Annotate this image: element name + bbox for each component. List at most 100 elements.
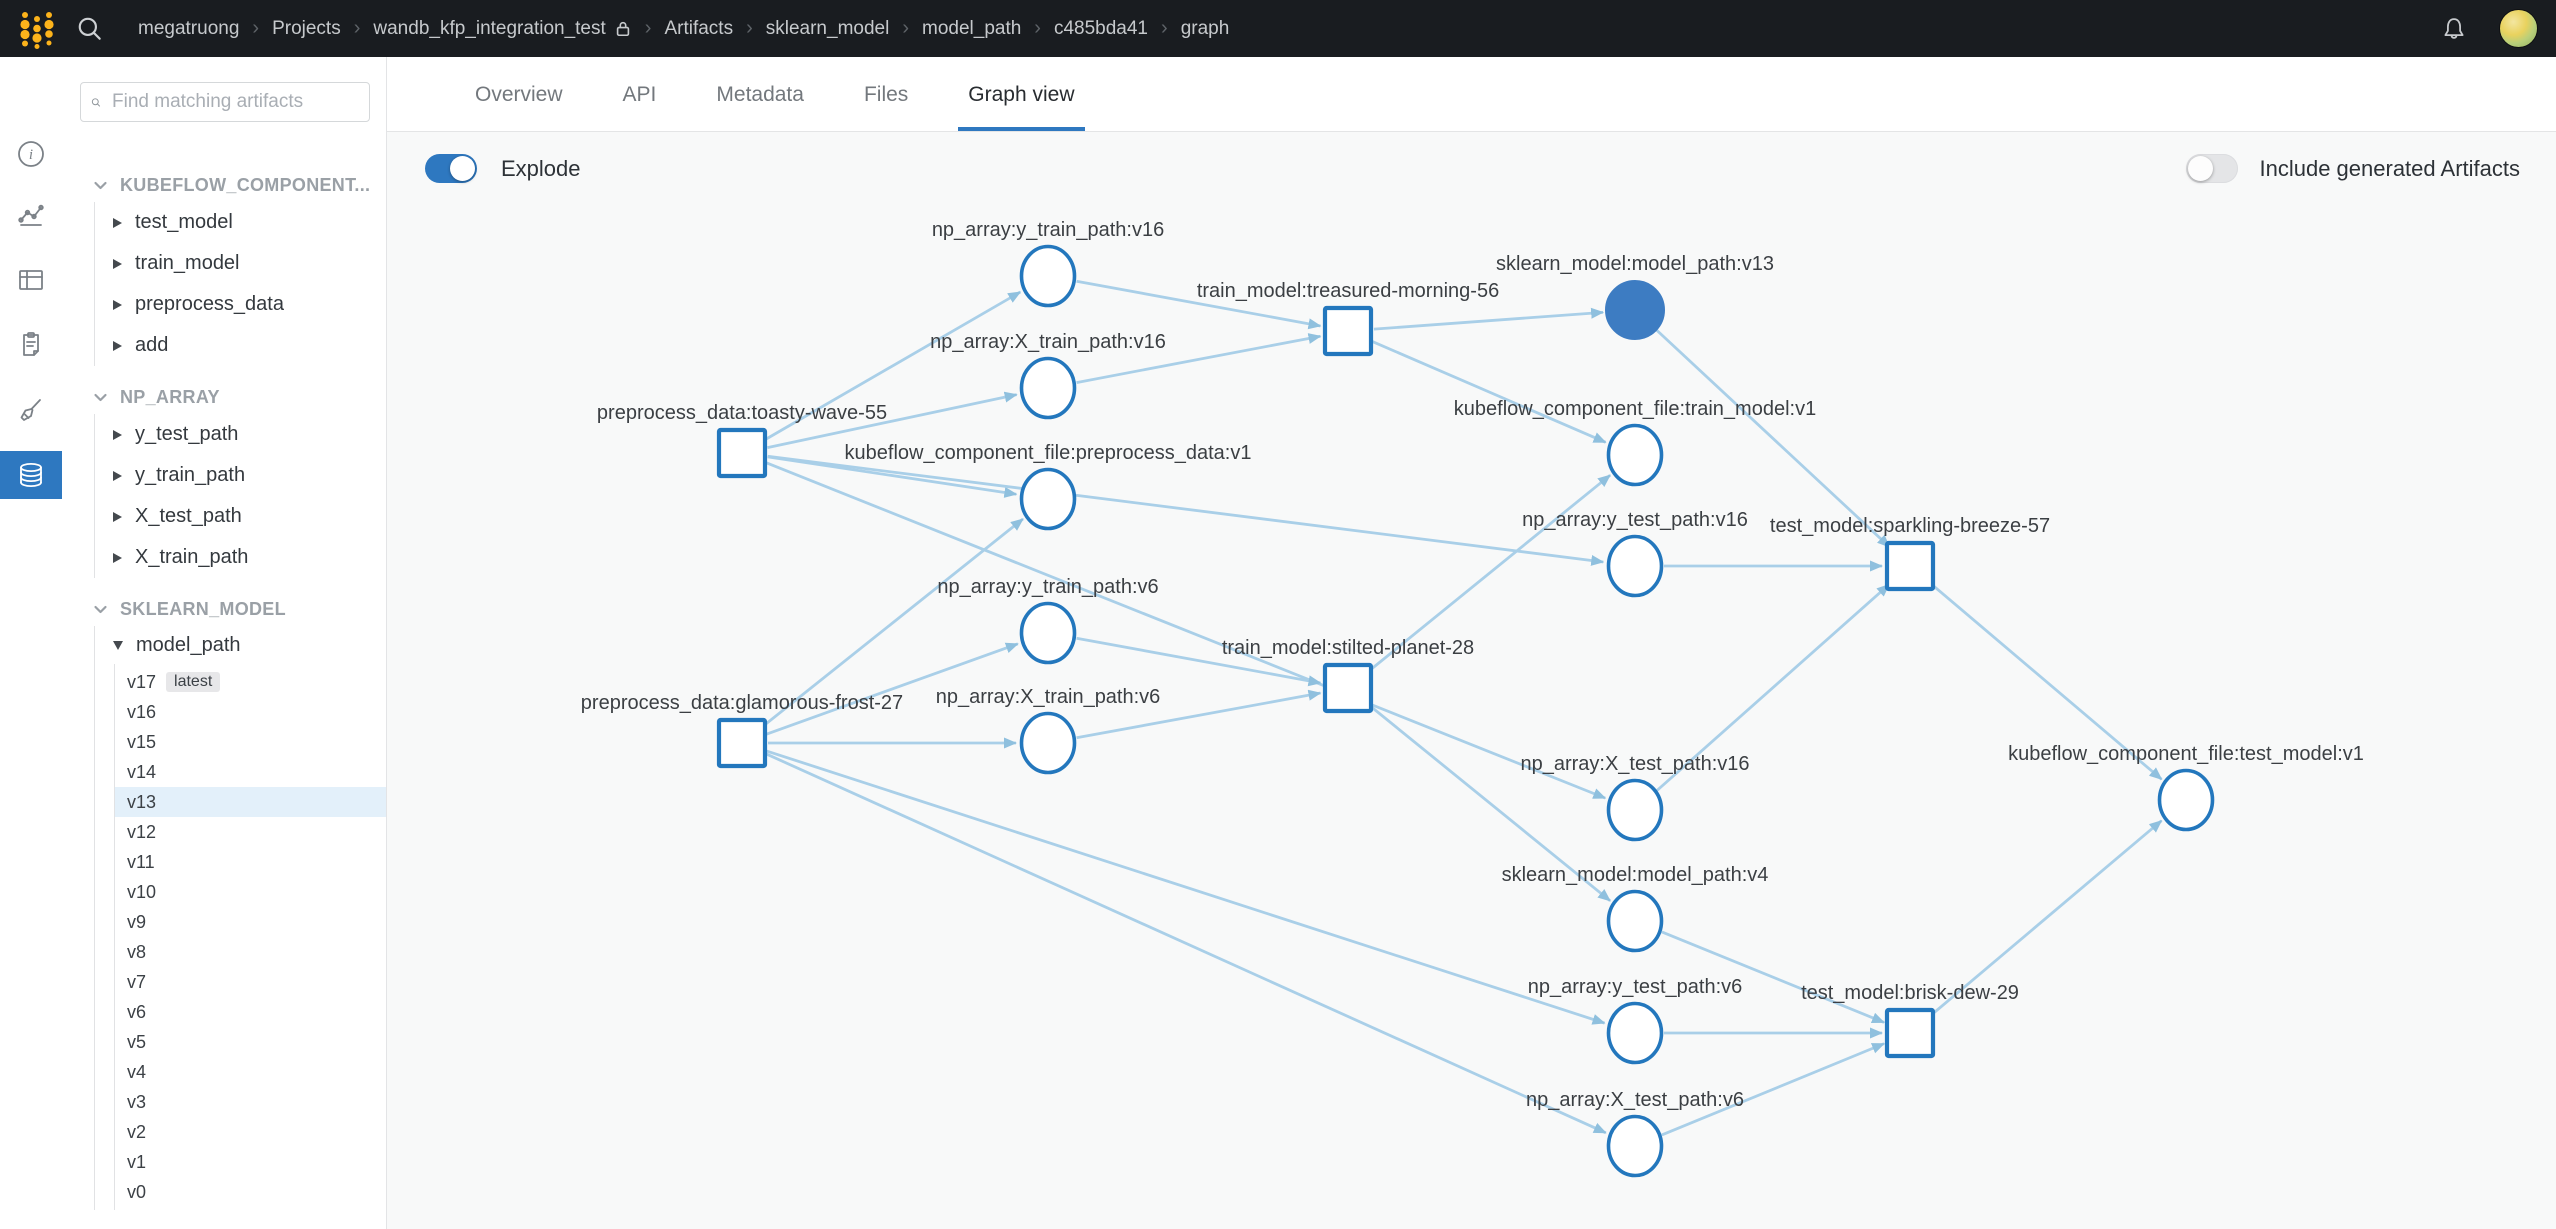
rail-item-charts[interactable] [0, 191, 62, 239]
graph-node-stilted-run[interactable] [1322, 662, 1374, 714]
graph-node-model_v13-artifact[interactable] [1605, 280, 1665, 340]
rail-item-tables[interactable] [0, 256, 62, 304]
graph-node-label: np_array:X_train_path:v16 [930, 331, 1166, 353]
breadcrumb-item[interactable]: megatruong [138, 17, 240, 39]
graph-node-brisk-run[interactable] [1884, 1007, 1936, 1059]
version-item-v9[interactable]: v9 [115, 907, 386, 937]
rail-item-info[interactable]: i [0, 130, 62, 178]
sidebar-item-label: preprocess_data [135, 293, 284, 315]
tab-api[interactable]: API [622, 83, 657, 106]
version-item-v11[interactable]: v11 [115, 847, 386, 877]
version-label: v13 [127, 791, 157, 812]
graph-node-sparkling-run[interactable] [1884, 540, 1936, 592]
version-item-v14[interactable]: v14 [115, 757, 386, 787]
breadcrumb-item[interactable]: Artifacts [664, 17, 734, 39]
wandb-logo-icon[interactable] [14, 6, 60, 52]
graph-node-label: kubeflow_component_file:train_model:v1 [1454, 398, 1816, 420]
version-label: v7 [127, 971, 147, 992]
sidebar-item-y_train_path[interactable]: y_train_path [95, 455, 386, 496]
sidebar-item-X_train_path[interactable]: X_train_path [95, 537, 386, 578]
include-generated-toggle[interactable] [2185, 154, 2238, 183]
graph-node-y_train_v6-artifact[interactable] [1019, 601, 1077, 665]
tab-graph-view[interactable]: Graph view [958, 83, 1085, 131]
graph-node-y_train_v16-artifact[interactable] [1019, 244, 1077, 308]
graph-node-y_test_v16-artifact[interactable] [1606, 534, 1664, 598]
rail-item-sweeps[interactable] [0, 386, 62, 434]
sidebar-section-header[interactable]: SKLEARN_MODEL [62, 592, 386, 626]
graph-node-x_test_v6-artifact[interactable] [1606, 1114, 1664, 1178]
version-item-v7[interactable]: v7 [115, 967, 386, 997]
graph-node-label: train_model:treasured-morning-56 [1197, 280, 1499, 302]
version-item-v12[interactable]: v12 [115, 817, 386, 847]
version-item-v2[interactable]: v2 [115, 1117, 386, 1147]
graph-edge-toasty-to-y_train_v16 [763, 290, 1022, 442]
graph-node-x_train_v6-artifact[interactable] [1019, 711, 1077, 775]
explode-label: Explode [501, 155, 581, 181]
sweeps-icon [20, 399, 41, 421]
version-item-v10[interactable]: v10 [115, 877, 386, 907]
breadcrumb-item[interactable]: c485bda41 [1053, 17, 1149, 39]
include-generated-label: Include generated Artifacts [2259, 155, 2521, 181]
explode-toggle[interactable] [425, 154, 477, 183]
graph-node-test_file-artifact[interactable] [2157, 768, 2215, 832]
sidebar-item-model_path[interactable]: model_path [95, 626, 386, 664]
tab-overview[interactable]: Overview [475, 83, 563, 106]
graph-node-x_train_v16-artifact[interactable] [1019, 356, 1077, 420]
tab-metadata[interactable]: Metadata [716, 83, 804, 106]
sidebar-item-label: add [135, 334, 169, 356]
graph-node-label: test_model:brisk-dew-29 [1801, 982, 2019, 1004]
breadcrumb-item[interactable]: wandb_kfp_integration_test [373, 18, 631, 40]
breadcrumb-separator: › [1034, 17, 1041, 39]
version-item-v6[interactable]: v6 [115, 997, 386, 1027]
graph-node-y_test_v6-artifact[interactable] [1606, 1001, 1664, 1065]
rail-item-logs[interactable] [0, 321, 62, 369]
graph-node-model_v4-artifact[interactable] [1606, 889, 1664, 953]
breadcrumb-item[interactable]: model_path [922, 17, 1022, 39]
graph-edge-glamorous-to-y_train_v6 [765, 642, 1019, 736]
version-item-v8[interactable]: v8 [115, 937, 386, 967]
sidebar-section-header[interactable]: NP_ARRAY [62, 380, 386, 414]
version-item-v5[interactable]: v5 [115, 1027, 386, 1057]
graph-node-x_test_v16-artifact[interactable] [1606, 778, 1664, 842]
artifact-search-input[interactable] [110, 90, 359, 114]
breadcrumb-item[interactable]: sklearn_model [765, 17, 890, 39]
breadcrumb-item[interactable]: Projects [272, 17, 341, 39]
sidebar-item-y_test_path[interactable]: y_test_path [95, 414, 386, 455]
version-item-v3[interactable]: v3 [115, 1087, 386, 1117]
breadcrumb-item[interactable]: graph [1180, 17, 1230, 39]
version-item-v13[interactable]: v13 [115, 787, 386, 817]
version-item-v1[interactable]: v1 [115, 1147, 386, 1177]
notifications-bell-icon[interactable] [2439, 13, 2469, 45]
tab-files[interactable]: Files [863, 83, 909, 106]
graph-node-preproc_file-artifact[interactable] [1019, 467, 1077, 531]
sidebar-item-add[interactable]: add [95, 325, 386, 366]
graph-node-toasty-run[interactable] [716, 427, 768, 479]
graph-node-treasured-run[interactable] [1322, 305, 1374, 357]
version-item-v15[interactable]: v15 [115, 727, 386, 757]
version-label: v6 [127, 1001, 147, 1022]
sidebar-item-preprocess_data[interactable]: preprocess_data [95, 284, 386, 325]
sidebar-item-test_model[interactable]: test_model [95, 202, 386, 243]
version-label: v16 [127, 701, 157, 722]
info-icon: i [18, 141, 44, 167]
graph-labels: preprocess_data:toasty-wave-55preprocess… [581, 219, 2364, 1111]
sidebar-item-train_model[interactable]: train_model [95, 243, 386, 284]
version-item-v4[interactable]: v4 [115, 1057, 386, 1087]
artifact-search-box [80, 82, 370, 122]
graph-edge-glamorous-to-preproc_file [761, 517, 1024, 728]
graph-node-train_file-artifact[interactable] [1606, 423, 1664, 487]
global-search-button[interactable] [76, 15, 104, 43]
graph-node-glamorous-run[interactable] [716, 717, 768, 769]
sidebar-section-header[interactable]: KUBEFLOW_COMPONENT... [62, 168, 386, 202]
sidebar-item-X_test_path[interactable]: X_test_path [95, 496, 386, 537]
version-item-v16[interactable]: v16 [115, 697, 386, 727]
version-label: v17 [127, 671, 157, 692]
breadcrumb-separator: › [644, 17, 652, 39]
version-item-v0[interactable]: v0 [115, 1177, 386, 1207]
rail-item-artifacts[interactable] [0, 451, 62, 499]
user-avatar[interactable] [2499, 9, 2538, 48]
